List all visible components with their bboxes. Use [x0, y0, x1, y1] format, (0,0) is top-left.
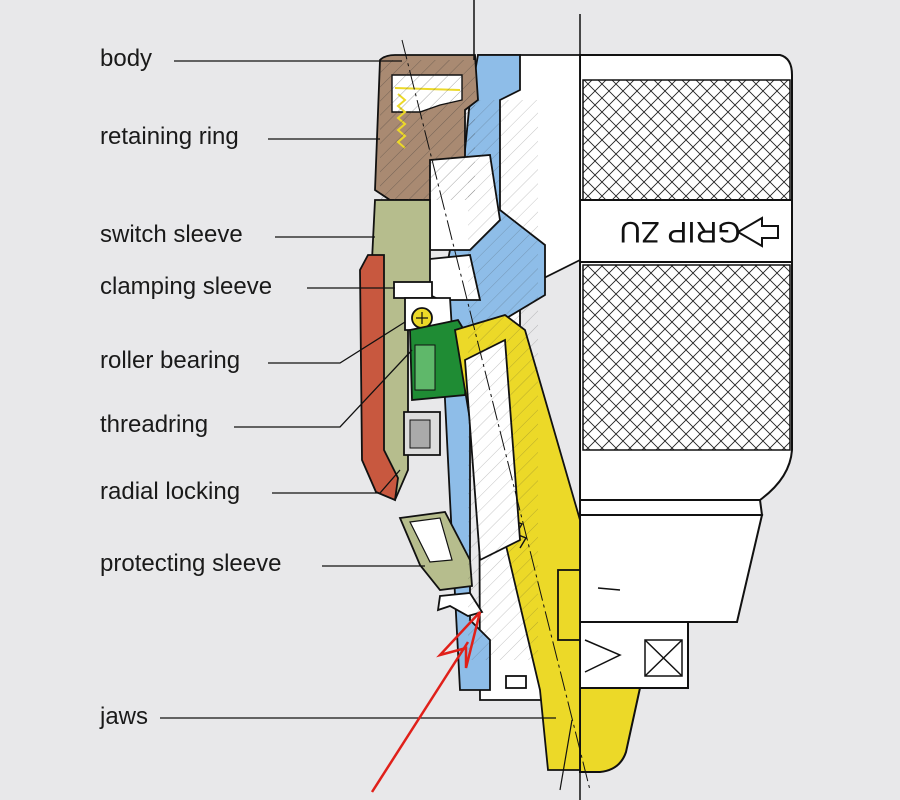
label-roller-bearing: roller bearing: [100, 347, 241, 374]
red-annotation-arrow: [370, 611, 482, 793]
spindle-hatching: [468, 100, 538, 660]
label-switch-sleeve: switch sleeve: [100, 221, 243, 248]
upper-knurl: [582, 79, 791, 201]
label-retaining-ring: retaining ring: [100, 123, 239, 150]
arrow-left-icon: [736, 216, 779, 248]
label-radial-locking: radial locking: [100, 478, 241, 505]
sleeve-inscription: GRIP ZU: [619, 215, 779, 248]
svg-text:GRIP ZU: GRIP ZU: [619, 215, 740, 248]
label-clamping-sleeve: clamping sleeve: [100, 273, 273, 300]
label-body: body: [100, 45, 153, 72]
lower-knurl: [582, 264, 791, 451]
label-protecting-sleeve: protecting sleeve: [100, 550, 282, 577]
body-hatching: [380, 60, 475, 200]
leader-lines: [160, 60, 556, 719]
jaw-axis: [401, 39, 591, 791]
jaw-foot-line: [559, 719, 573, 791]
jaw-tip-detail: [584, 587, 683, 677]
label-jaws: jaws: [100, 703, 149, 730]
label-threadring: threadring: [100, 411, 209, 438]
